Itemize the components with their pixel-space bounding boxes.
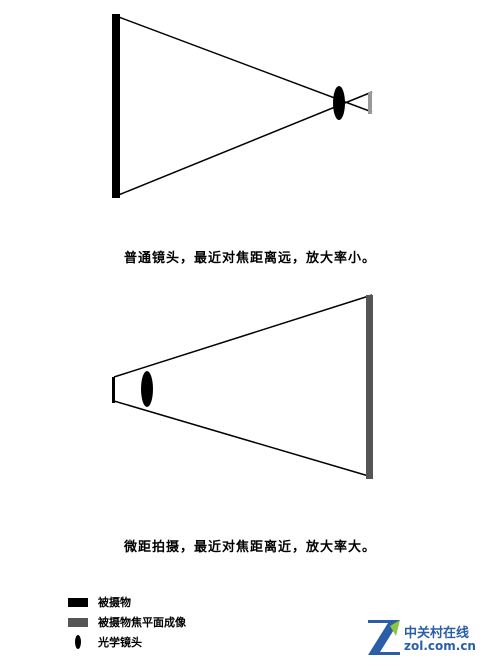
normal-lens-diagram bbox=[112, 14, 373, 198]
lower-ray bbox=[115, 91, 373, 197]
image-plane-bar bbox=[368, 92, 372, 114]
legend-item-lens: 光学镜头 bbox=[68, 633, 186, 651]
object-small-bar bbox=[112, 377, 115, 403]
lens-icon bbox=[68, 634, 88, 650]
lens-icon bbox=[333, 86, 345, 120]
lens-icon bbox=[141, 371, 153, 407]
zol-logo-icon bbox=[368, 620, 400, 655]
normal-lens-caption: 普通镜头，最近对焦距离远，放大率小。 bbox=[123, 251, 376, 266]
legend-item-subject: 被摄物 bbox=[68, 593, 186, 611]
legend-label: 被摄物 bbox=[98, 596, 131, 609]
macro-caption: 微距拍摄，最近对焦距离近，放大率大。 bbox=[123, 540, 376, 555]
legend-label: 被摄物焦平面成像 bbox=[98, 616, 186, 629]
subject-bar bbox=[112, 14, 120, 198]
image-plane-bar bbox=[366, 295, 373, 479]
zol-watermark: 中关村在线 zol.com.cn bbox=[366, 618, 498, 658]
lower-ray bbox=[113, 400, 373, 478]
watermark-domain: zol.com.cn bbox=[404, 639, 476, 653]
legend-item-image-plane: 被摄物焦平面成像 bbox=[68, 613, 186, 631]
watermark-name: 中关村在线 bbox=[404, 626, 470, 641]
upper-ray bbox=[113, 294, 373, 378]
image-plane-bar-icon bbox=[68, 617, 88, 627]
upper-ray bbox=[115, 15, 373, 113]
legend: 被摄物 被摄物焦平面成像 光学镜头 bbox=[68, 593, 186, 653]
object-bar-icon bbox=[68, 597, 88, 607]
macro-diagram bbox=[112, 294, 373, 479]
legend-label: 光学镜头 bbox=[98, 636, 142, 649]
